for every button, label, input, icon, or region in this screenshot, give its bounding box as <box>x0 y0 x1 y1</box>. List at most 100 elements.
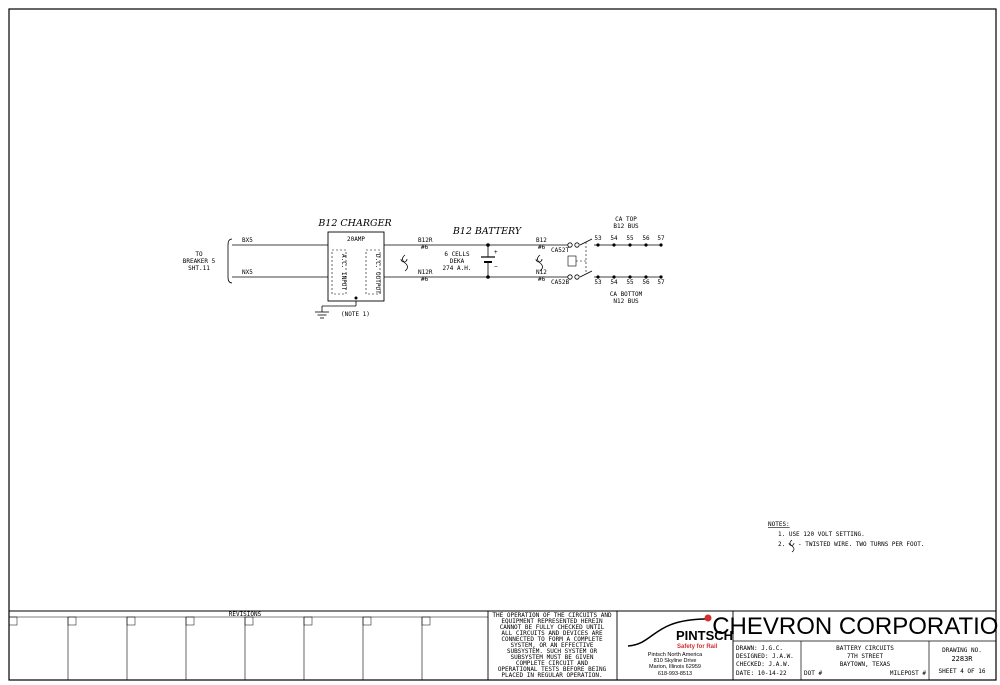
bus-bottom-terminal-label: 57 <box>657 279 665 286</box>
sheet-border <box>8 8 997 681</box>
bus-top-title-2: B12 BUS <box>613 223 639 230</box>
breaker-reference: TO BREAKER 5 SHT.11 <box>183 238 233 284</box>
disclaimer-line: EQUIPMENT REPRESENTED HEREIN <box>501 618 603 625</box>
ground-symbol <box>315 311 329 319</box>
revision-marker-box <box>126 616 136 626</box>
switch-contact-bottom-left <box>567 274 573 280</box>
bus-bottom-title-2: N12 BUS <box>613 298 639 305</box>
breaker-brace <box>227 238 233 284</box>
note-1-reference: (NOTE 1) <box>341 311 370 318</box>
note-2-text: - TWISTED WIRE. TWO TURNS PER FOOT. <box>798 541 924 548</box>
logo-tagline: Safety for Rail <box>677 644 718 650</box>
bus-top-terminal-dot <box>659 243 663 247</box>
disclaimer-line: CANNOT BE FULLY CHECKED UNTIL <box>500 624 605 631</box>
bus-top-terminal-dot <box>612 243 616 247</box>
note-1: 1. USE 120 VOLT SETTING. <box>778 531 865 538</box>
twisted-wire-icon <box>400 254 408 272</box>
bus-top-terminal-dot <box>628 243 632 247</box>
logo-swoosh <box>627 618 706 647</box>
company-name: CHEVRON CORPORATION <box>712 613 1000 640</box>
bus-bottom-terminal-dot <box>612 275 616 279</box>
revision-marker-box <box>421 616 431 626</box>
address-line-4: 618-993-8513 <box>658 671 692 677</box>
switch-contact-top-right <box>574 242 580 248</box>
revision-marker-box <box>303 616 313 626</box>
bus-top-terminal-label: 54 <box>610 235 618 242</box>
breaker-line-3: SHT.11 <box>188 265 210 272</box>
logo-name: PINTSCH <box>676 628 733 643</box>
revision-columns <box>8 616 431 680</box>
disclaimer-line: SUBSYSTEM MUST BE GIVEN <box>510 654 593 661</box>
wire-n12-gauge: #6 <box>538 276 546 283</box>
bus-bottom-terminal-label: 55 <box>626 279 634 286</box>
note-2-number: 2. <box>778 541 785 548</box>
address-line-3: Marion, Illinois 62959 <box>649 664 701 670</box>
ac-input-block <box>331 249 347 295</box>
designed-by: DESIGNED: J.A.W. <box>736 653 794 660</box>
bus-top-terminal-dot <box>644 243 648 247</box>
disclaimer-line: CONNECTED TO FORM A COMPLETE <box>501 636 603 643</box>
bus-bottom-terminal-dot <box>644 275 648 279</box>
switch-handle <box>567 255 577 267</box>
wire-n12r-label: N12R <box>418 269 433 276</box>
twisted-wire-icon <box>535 254 543 272</box>
charger-title: B12 CHARGER <box>317 218 391 229</box>
revision-marker-box <box>67 616 77 626</box>
wire-nx5-label: NX5 <box>242 269 253 276</box>
wire-b12r-gauge: #6 <box>421 244 429 251</box>
notes-heading: NOTES: <box>768 521 790 528</box>
project-city: BAYTOWN, TEXAS <box>840 661 891 668</box>
breaker-line-1: TO <box>195 251 203 258</box>
battery-spec-3: 274 A.H. <box>443 265 472 272</box>
disclaimer-line: OPERATIONAL TESTS BEFORE BEING <box>498 666 607 673</box>
address-line-1: Pintsch North America <box>648 652 703 658</box>
drawn-by: DRAWN: J.G.C. <box>736 645 783 652</box>
disclaimer-line: SUBSYSTEM. SUCH SYSTEM OR <box>507 648 598 655</box>
bus-top-terminal-label: 57 <box>657 235 665 242</box>
wire-b12-gauge: #6 <box>538 244 546 251</box>
disclaimer-line: PLACED IN REGULAR OPERATION. <box>501 672 602 679</box>
revisions-label: REVISIONS <box>229 611 262 618</box>
title-block: REVISIONS THE OPERATION OF THE CIRCUITS … <box>8 610 1000 680</box>
bus-top-terminal-label: 53 <box>594 235 602 242</box>
disclaimer-line: SYSTEM, OR AN EFFECTIVE <box>510 642 593 649</box>
switch-contact-top-left <box>567 242 573 248</box>
battery-plus: + <box>494 249 498 256</box>
charger-ground-node <box>354 296 358 300</box>
project-street: 7TH STREET <box>847 653 884 660</box>
drawing-date: DATE: 10-14-22 <box>736 670 787 677</box>
revision-marker-box <box>185 616 195 626</box>
bus-top-terminal-dot <box>596 243 600 247</box>
address-line-2: 810 Skyline Drive <box>654 658 697 664</box>
charger-rating: 20AMP <box>347 236 365 243</box>
battery-minus: − <box>494 263 498 270</box>
disclaimer-line: COMPLETE CIRCUIT AND <box>516 660 589 667</box>
bus-top-terminal-label: 55 <box>626 235 634 242</box>
bus-bottom-title-1: CA BOTTOM <box>610 291 643 298</box>
revision-marker-box <box>8 616 18 626</box>
breaker-line-2: BREAKER 5 <box>183 258 216 265</box>
ac-input-label: A.C. INPUT <box>340 254 347 291</box>
disclaimer-line: ALL CIRCUITS AND DEVICES ARE <box>501 630 603 637</box>
bus-bottom-terminal-label: 53 <box>594 279 602 286</box>
bus-bottom-terminal-dot <box>628 275 632 279</box>
bus-bottom-terminal-label: 56 <box>642 279 650 286</box>
switch-blade-bottom <box>579 270 593 278</box>
disclaimer-text: THE OPERATION OF THE CIRCUITS ANDEQUIPME… <box>492 612 612 679</box>
revision-marker-box <box>362 616 372 626</box>
switch-contact-bottom-right <box>574 274 580 280</box>
bus-top-title-1: CA TOP <box>615 216 637 223</box>
wire-b12-label: B12 <box>536 237 547 244</box>
wire-bx5-label: BX5 <box>242 237 253 244</box>
project-title: BATTERY CIRCUITS <box>836 645 894 652</box>
wire-b12r-label: B12R <box>418 237 433 244</box>
battery-spec-2: DEKA <box>450 258 465 265</box>
battery-title: B12 BATTERY <box>452 226 523 237</box>
revision-marker-box <box>244 616 254 626</box>
fuse-bottom-label: CA52B <box>551 279 569 286</box>
milepost: MILEPOST # <box>890 670 927 677</box>
battery-spec-1: 6 CELLS <box>444 251 470 258</box>
